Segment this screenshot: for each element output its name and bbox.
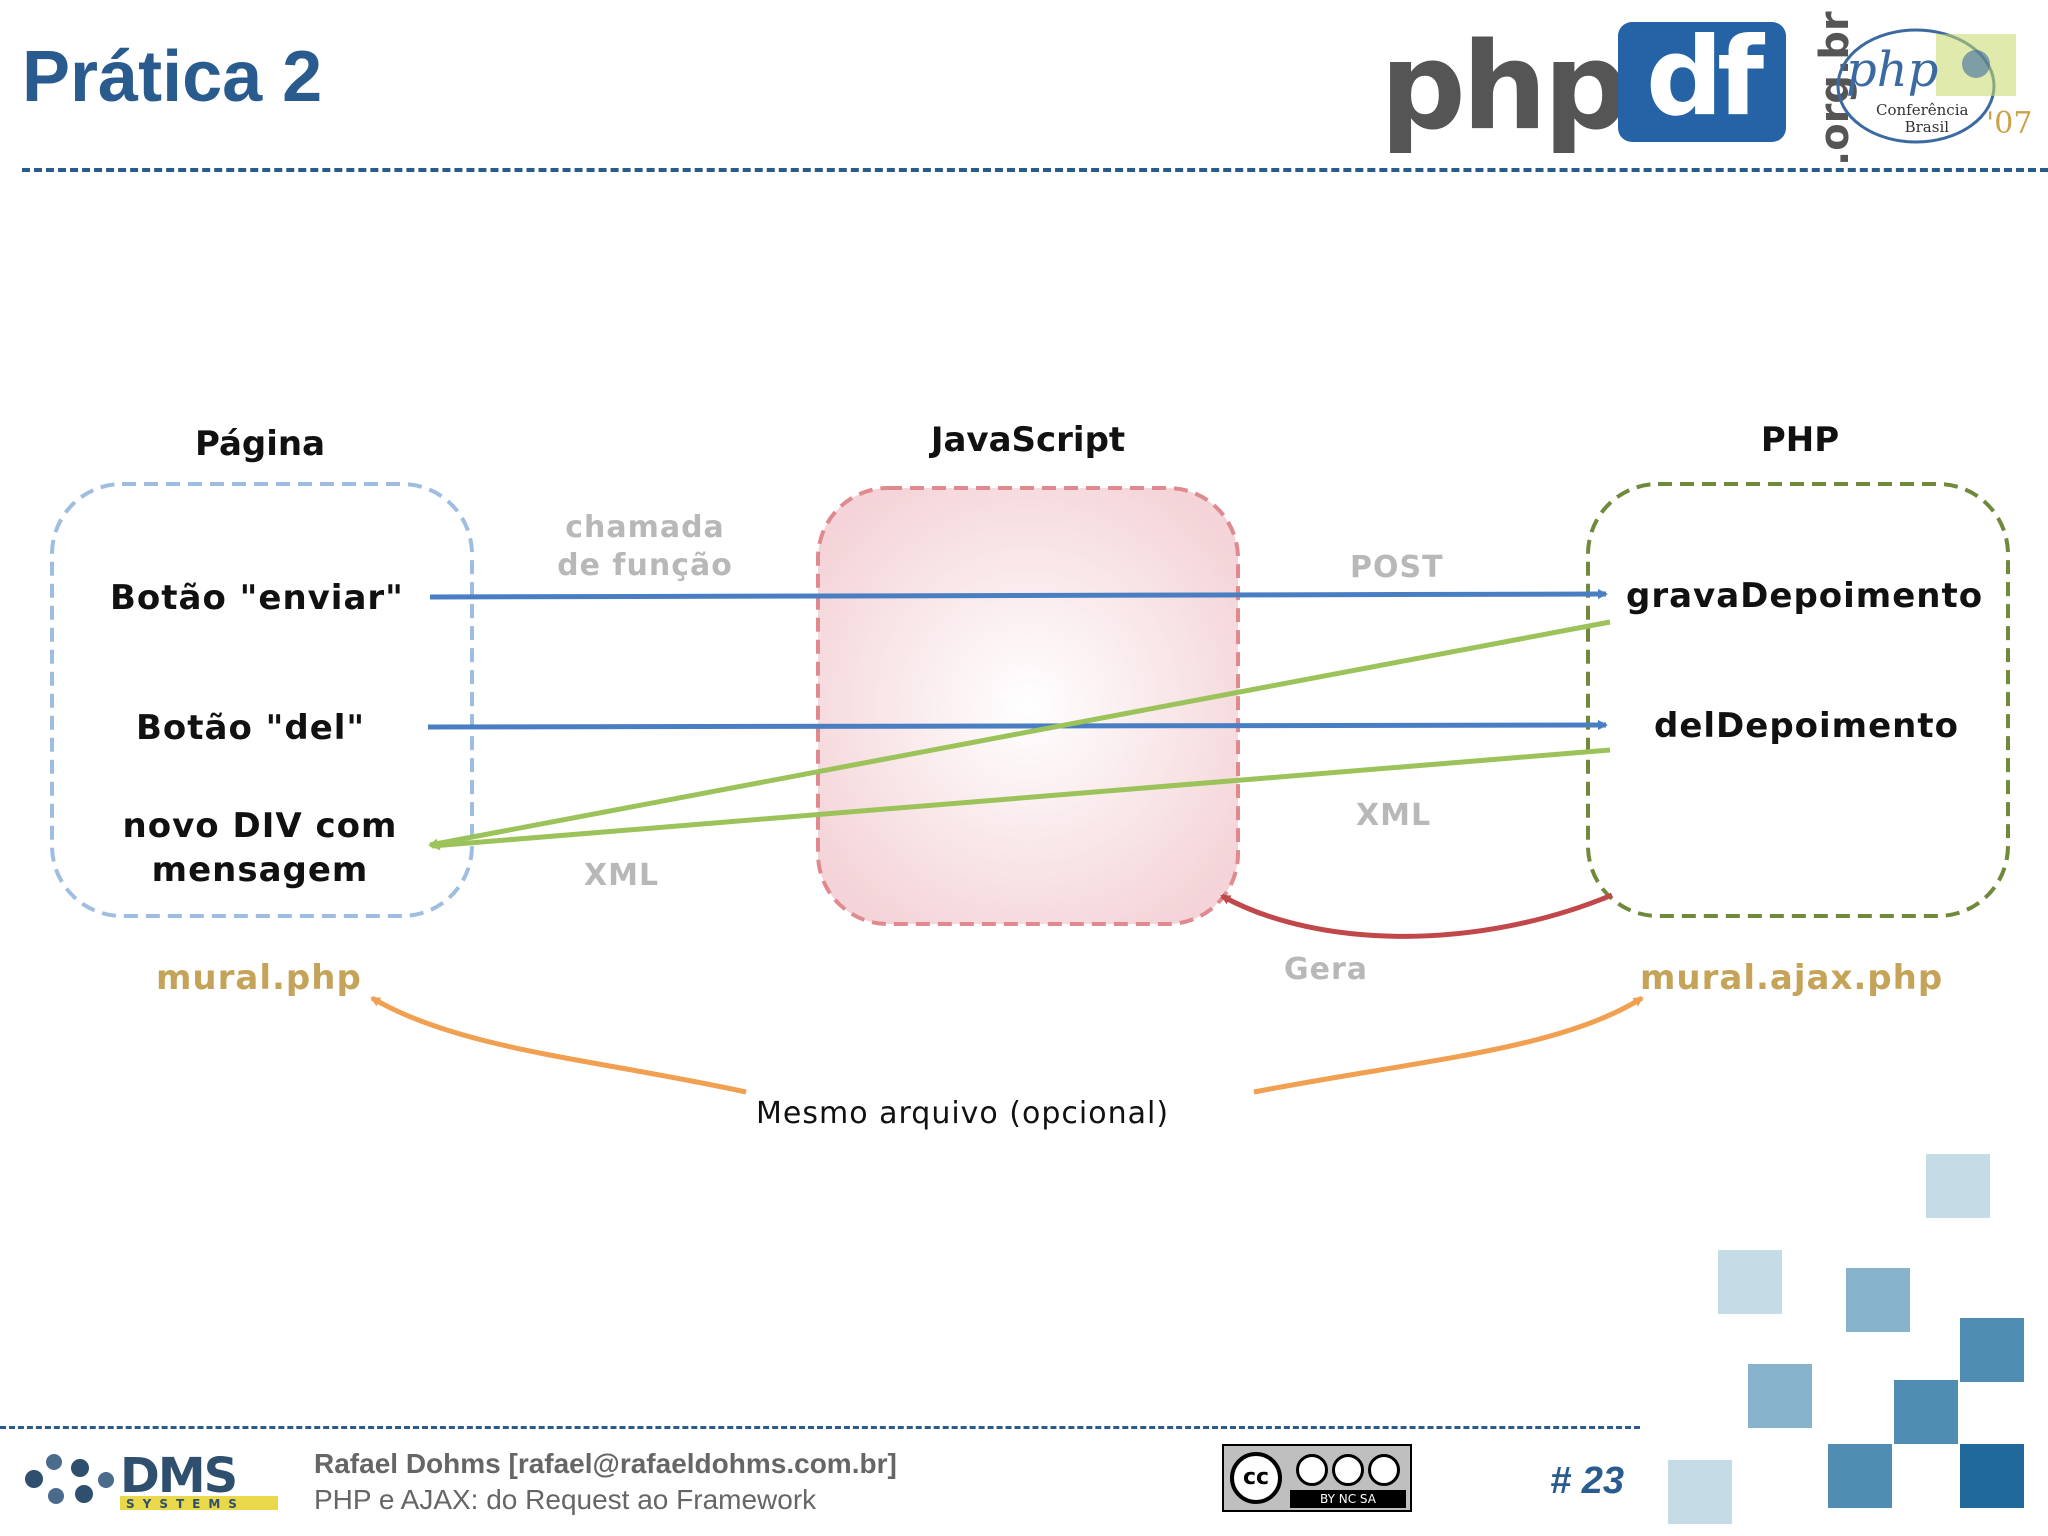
cc-icon: cc bbox=[1230, 1452, 1282, 1504]
decor-square bbox=[1828, 1444, 1892, 1508]
arrow-send-to-grava bbox=[429, 589, 1608, 600]
dms-logo-word: DMS bbox=[120, 1448, 236, 1504]
del-depoimento-label: delDepoimento bbox=[1654, 706, 1959, 746]
column-header-javascript: JavaScript bbox=[930, 420, 1126, 460]
decor-square bbox=[1748, 1364, 1812, 1428]
decor-square bbox=[1846, 1268, 1910, 1332]
dms-logo-graphic-icon: DMS SYSTEMS bbox=[25, 1448, 278, 1511]
php-file-label: mural.ajax.php bbox=[1640, 958, 1944, 998]
creative-commons-badge[interactable]: cc BY NC SA bbox=[1222, 1444, 1412, 1512]
php-conference-logo: php Conferência Brasil '07 bbox=[1826, 16, 2036, 146]
phpdf-logo-word: php bbox=[1380, 18, 1629, 157]
dms-logo-sub: SYSTEMS bbox=[126, 1497, 245, 1511]
php-box bbox=[1586, 482, 2010, 918]
post-label: POST bbox=[1350, 550, 1444, 585]
arrow-del-to-div bbox=[430, 747, 1611, 851]
decor-square bbox=[1926, 1154, 1990, 1218]
arrow-php-generates-js bbox=[1220, 892, 1613, 939]
conference-logo-ring-icon bbox=[1836, 28, 2016, 144]
footer-divider bbox=[0, 1426, 1640, 1429]
nc-icon bbox=[1332, 1454, 1364, 1486]
license-strip: BY NC SA bbox=[1290, 1490, 1406, 1508]
grava-depoimento-label: gravaDepoimento bbox=[1626, 576, 1984, 616]
phpdf-logo-df: df bbox=[1618, 22, 1786, 142]
decor-square bbox=[1960, 1318, 2024, 1382]
function-call-label-line1: chamada bbox=[565, 510, 725, 545]
header-divider bbox=[22, 168, 2048, 172]
column-header-php: PHP bbox=[1760, 420, 1840, 460]
new-div-label-line2: mensagem bbox=[151, 850, 369, 890]
dms-systems-logo: DMS SYSTEMS bbox=[14, 1444, 284, 1514]
function-call-label-line2: de função bbox=[557, 548, 733, 583]
footer-talk-title: PHP e AJAX: do Request ao Framework bbox=[314, 1484, 817, 1515]
decor-square bbox=[1960, 1444, 2024, 1508]
arrow-same-file-left bbox=[370, 995, 747, 1095]
footer-author: Rafael Dohms [rafael@rafaeldohms.com.br] bbox=[314, 1448, 897, 1479]
arrow-del-to-deldepoimento bbox=[427, 720, 1608, 731]
by-icon bbox=[1296, 1454, 1328, 1486]
xml-label-left: XML bbox=[584, 858, 660, 893]
arrow-same-file-right bbox=[1253, 995, 1644, 1095]
send-button-label: Botão "enviar" bbox=[110, 578, 404, 618]
del-button-label: Botão "del" bbox=[136, 708, 366, 748]
column-header-page: Página bbox=[194, 424, 326, 464]
conference-logo-word: php bbox=[1846, 42, 1939, 98]
conference-logo-text: Conferência Brasil bbox=[1876, 101, 1969, 136]
sa-icon bbox=[1368, 1454, 1400, 1486]
decor-square bbox=[1718, 1250, 1782, 1314]
new-div-label-line1: novo DIV com bbox=[122, 806, 398, 846]
generates-label: Gera bbox=[1284, 952, 1369, 987]
page-file-label: mural.php bbox=[156, 958, 362, 998]
xml-label-right: XML bbox=[1356, 798, 1432, 833]
decor-square bbox=[1894, 1380, 1958, 1444]
page-box bbox=[50, 482, 474, 918]
conference-logo-year: '07 bbox=[1986, 106, 2033, 141]
phpdf-logo: php df .org.br bbox=[1380, 11, 1858, 166]
page-number: # 23 bbox=[1550, 1460, 1624, 1502]
arrow-grava-to-div bbox=[428, 619, 1611, 849]
same-file-label: Mesmo arquivo (opcional) bbox=[756, 1096, 1170, 1131]
slide-title: Prática 2 bbox=[22, 37, 323, 117]
decor-square bbox=[1668, 1460, 1732, 1524]
